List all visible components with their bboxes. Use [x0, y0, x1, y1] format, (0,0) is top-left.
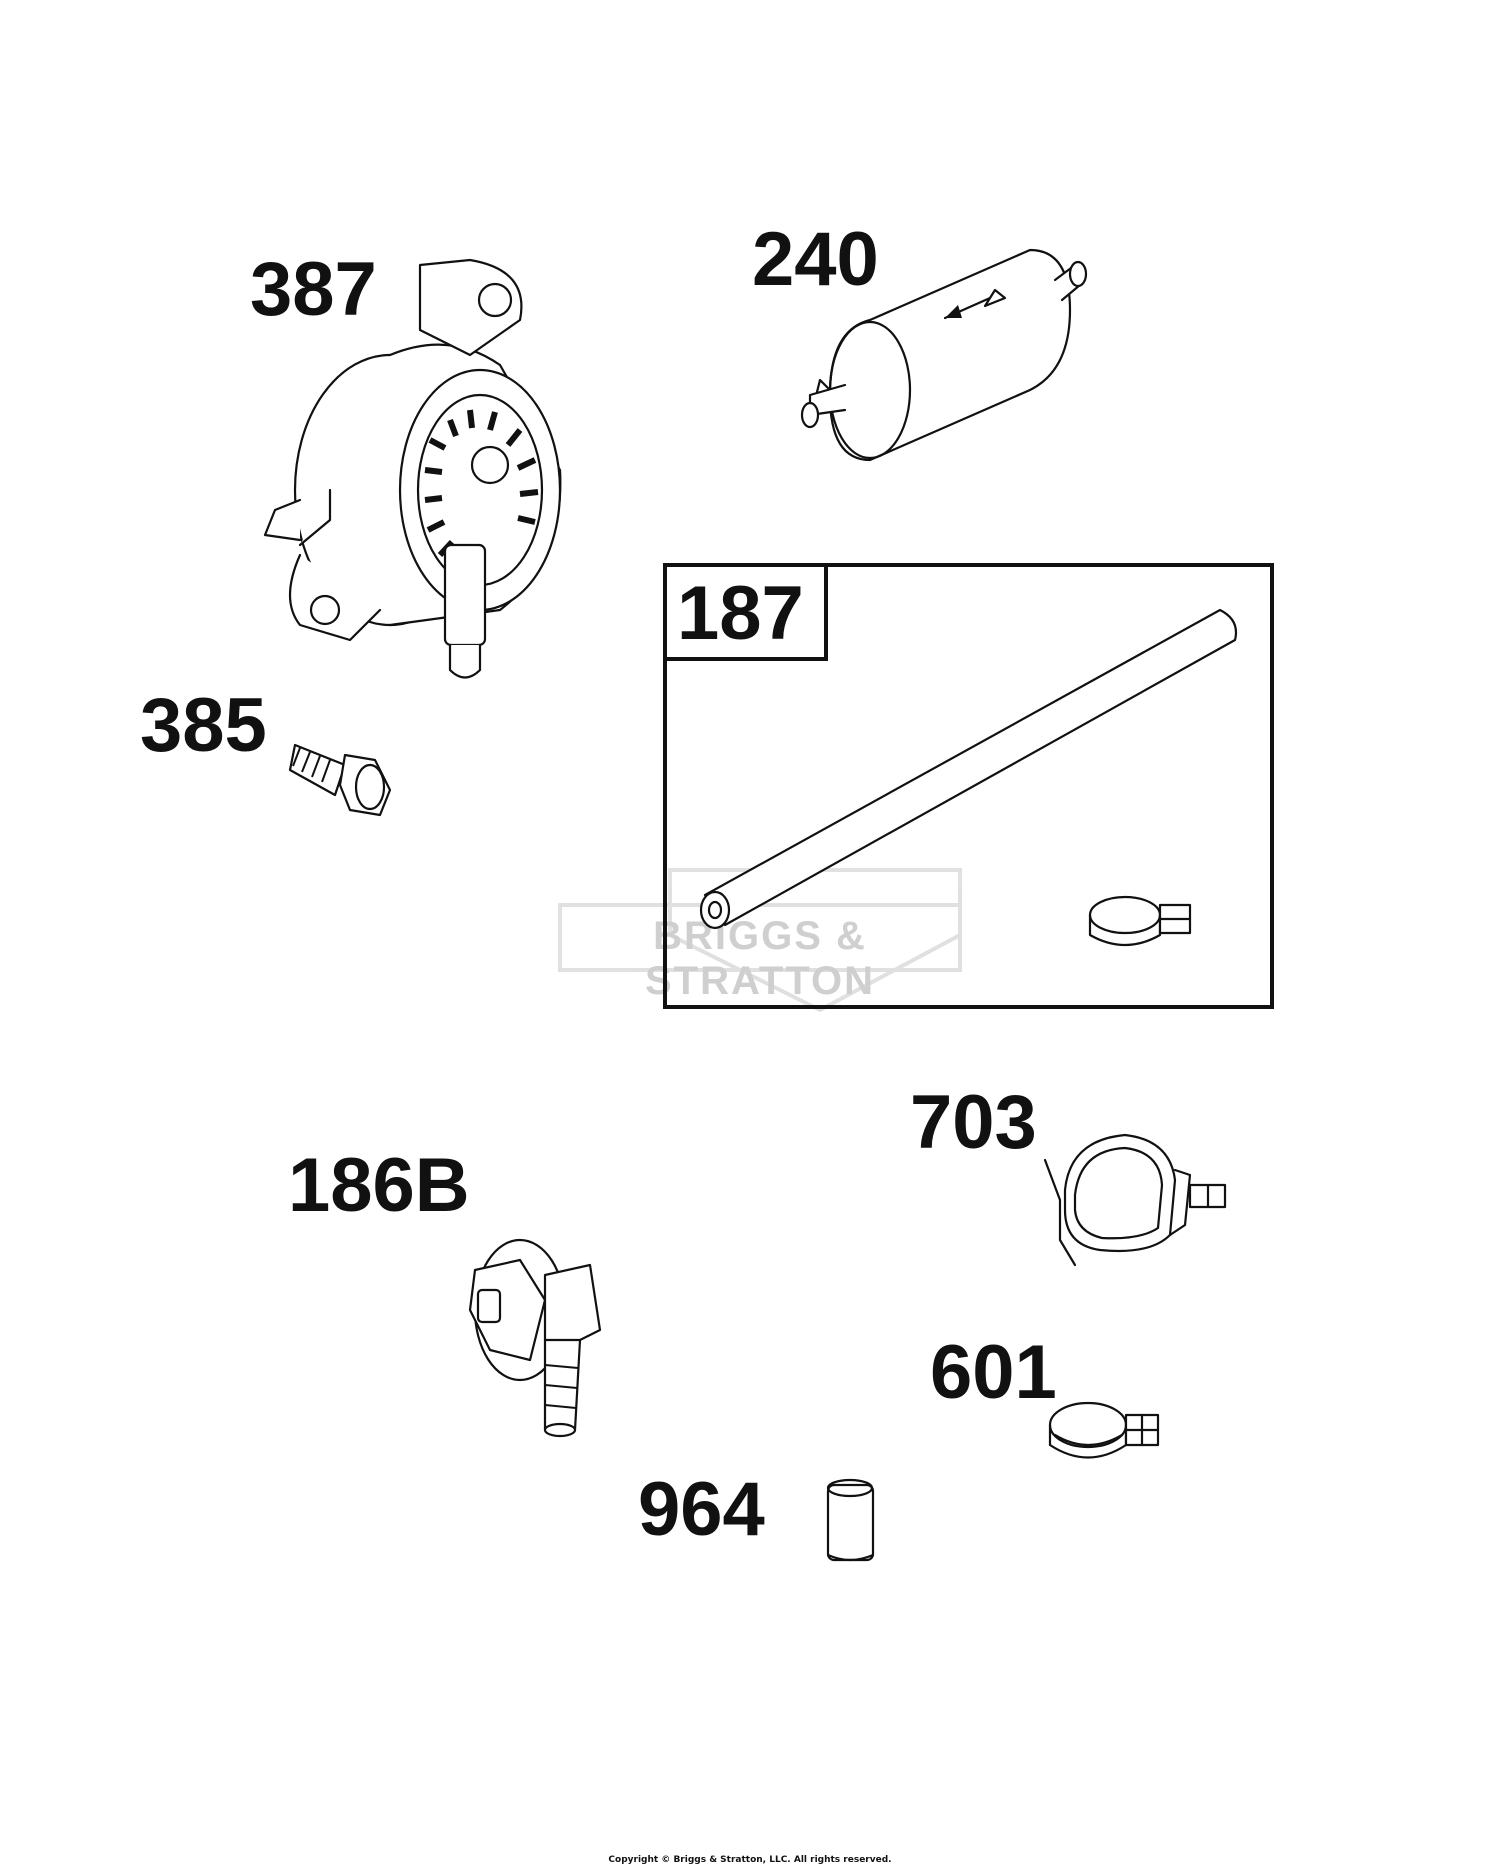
fuel-filter-icon	[800, 248, 1088, 462]
watermark-text: BRIGGS & STRATTON	[644, 914, 876, 1003]
kit-box-label: 187	[677, 571, 804, 656]
kit-clamp-icon	[1088, 895, 1192, 946]
part-label-964: 964	[638, 1467, 765, 1552]
copyright-text: Copyright © Briggs & Stratton, LLC. All …	[608, 1855, 892, 1865]
kit-box-label-box	[663, 563, 828, 661]
spacer-icon	[826, 1478, 875, 1562]
elbow-fitting-icon	[468, 1238, 602, 1438]
clamp-icon	[1048, 1401, 1160, 1459]
part-label-240: 240	[752, 217, 879, 302]
kit-box	[663, 563, 1274, 1009]
part-label-387: 387	[250, 247, 377, 332]
screw-icon	[288, 743, 392, 817]
part-label-601: 601	[930, 1330, 1057, 1415]
hose-clamp-icon	[1043, 1133, 1227, 1267]
fuel-line-icon	[699, 608, 1238, 930]
part-label-703: 703	[910, 1080, 1037, 1165]
part-label-385: 385	[140, 683, 267, 768]
part-label-186B: 186B	[288, 1143, 470, 1228]
fuel-pump-icon	[263, 258, 562, 679]
